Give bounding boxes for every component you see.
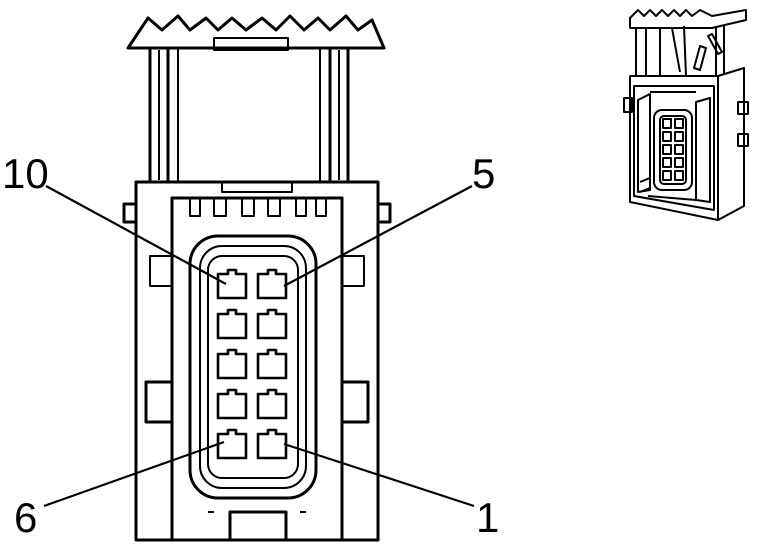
terminal-cavity	[188, 234, 318, 500]
pin-cavity-2	[256, 388, 288, 420]
connector-front-view: 10 5 6 1	[2, 14, 499, 542]
leader-line-6	[43, 440, 225, 508]
callout-1: 1	[476, 494, 499, 541]
locking-latch	[126, 14, 386, 184]
callout-labels: 10 5 6 1	[2, 150, 499, 541]
leader-line-10	[45, 185, 227, 285]
pin-cavity-6	[216, 428, 248, 460]
callout-6: 6	[14, 494, 37, 541]
pin-cavity-1	[256, 428, 288, 460]
leader-lines	[43, 185, 475, 508]
pin-cavity-5	[256, 268, 288, 300]
pin-cavity-10	[216, 268, 248, 300]
pin-cavity-8	[216, 348, 248, 380]
callout-10: 10	[2, 150, 49, 197]
pin-cavities	[216, 268, 288, 460]
pin-cavity-7	[216, 388, 248, 420]
leader-line-5	[283, 185, 473, 287]
pin-cavity-4	[256, 308, 288, 340]
callout-5: 5	[472, 150, 495, 197]
pin-cavity-9	[216, 308, 248, 340]
connector-isometric-view	[623, 9, 749, 221]
pin-cavity-3	[256, 348, 288, 380]
leader-line-1	[283, 442, 475, 508]
